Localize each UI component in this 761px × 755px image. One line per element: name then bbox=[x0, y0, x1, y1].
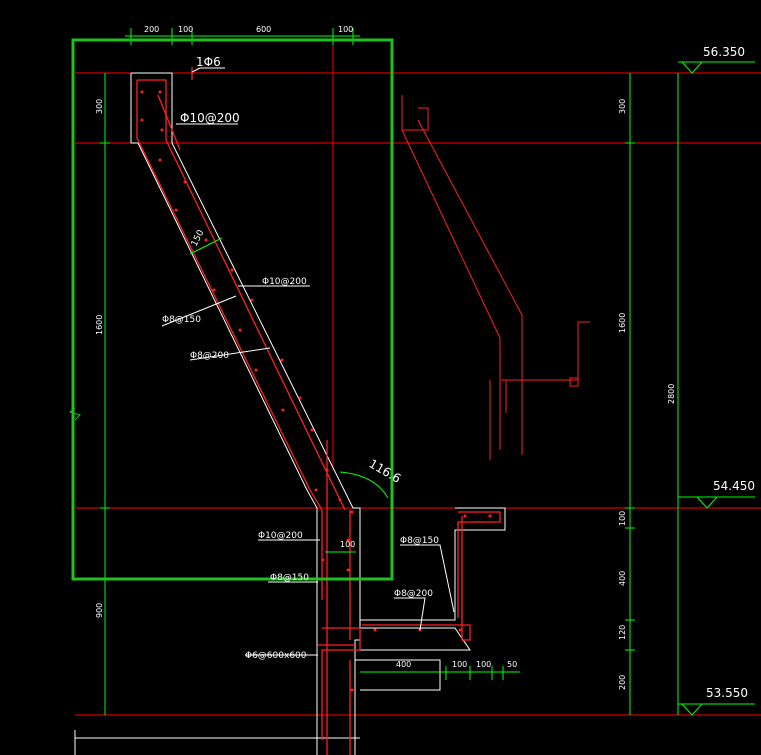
top-dim-3: 600 bbox=[256, 25, 271, 34]
label-dim100: 100 bbox=[340, 540, 355, 549]
selection-frame[interactable] bbox=[71, 38, 394, 581]
bottom-dim-4: 50 bbox=[507, 660, 517, 669]
elevation-low: 53.550 bbox=[706, 686, 748, 700]
label-phi8-150-left: Φ8@150 bbox=[162, 315, 201, 325]
label-phi10-200-mid: Φ10@200 bbox=[262, 277, 307, 287]
elevation-markers bbox=[678, 61, 755, 716]
elevation-mid: 54.450 bbox=[713, 479, 755, 493]
stair-outline bbox=[130, 72, 506, 755]
label-phi6-600: Φ6@600x600 bbox=[245, 651, 307, 661]
rebar-dots bbox=[140, 90, 492, 692]
level-lines bbox=[75, 43, 761, 716]
right-dim-4: 400 bbox=[618, 571, 627, 586]
top-dim-2: 100 bbox=[178, 25, 193, 34]
side-elevation bbox=[401, 95, 590, 460]
label-phi6: 1Φ6 bbox=[196, 55, 221, 69]
label-phi10-200-low: Φ10@200 bbox=[258, 531, 303, 541]
elevation-top: 56.350 bbox=[703, 45, 745, 59]
outline-lines bbox=[74, 730, 360, 755]
left-dim-3: 900 bbox=[95, 603, 104, 618]
left-dim-1: 300 bbox=[95, 99, 104, 114]
top-dim-4: 100 bbox=[338, 25, 353, 34]
right-dim-5: 120 bbox=[618, 625, 627, 640]
label-phi8-150-low: Φ8@150 bbox=[270, 573, 309, 583]
bottom-dim-1: 400 bbox=[396, 660, 411, 669]
bottom-dim-2: 100 bbox=[452, 660, 467, 669]
label-phi8-150-right: Φ8@150 bbox=[400, 536, 439, 546]
label-phi8-200-left: Φ8@200 bbox=[190, 351, 229, 361]
label-phi10-200-top: Φ10@200 bbox=[180, 111, 240, 125]
bottom-dim-3: 100 bbox=[476, 660, 491, 669]
dimension-lines bbox=[100, 28, 679, 715]
total-dim: 2800 bbox=[667, 384, 676, 404]
label-thickness: 150 bbox=[190, 228, 207, 248]
top-dim-1: 200 bbox=[144, 25, 159, 34]
leader-lines bbox=[161, 67, 455, 656]
right-dim-6: 200 bbox=[618, 675, 627, 690]
rebar-lines bbox=[136, 67, 501, 755]
grip-marker bbox=[68, 407, 81, 421]
label-phi8-200-right: Φ8@200 bbox=[394, 589, 433, 599]
right-dim-2: 1600 bbox=[618, 313, 627, 333]
left-dim-2: 1600 bbox=[95, 315, 104, 335]
right-dim-3: 100 bbox=[618, 511, 627, 526]
right-dim-1: 300 bbox=[618, 99, 627, 114]
